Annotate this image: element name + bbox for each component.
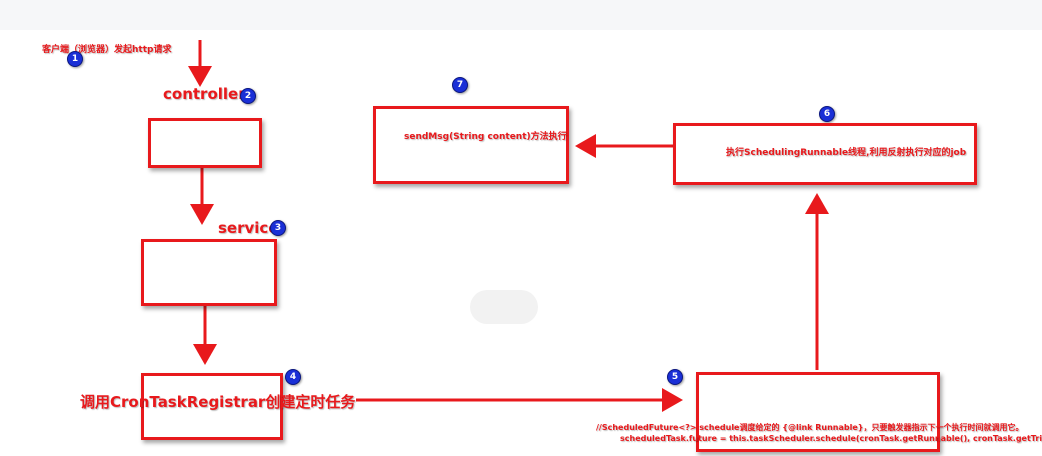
schedule-comment-label: //ScheduledFuture<?> schedule调度给定的 {@lin…	[596, 423, 1024, 432]
step-badge-7: 7	[452, 77, 468, 93]
registrar-box	[141, 373, 283, 440]
sendmsg-box	[373, 106, 569, 184]
step-badge-4: 4	[285, 369, 301, 385]
faint-overlay	[470, 290, 538, 324]
controller-box	[148, 118, 262, 168]
step-badge-1: 1	[67, 51, 83, 67]
step-badge-6: 6	[819, 106, 835, 122]
step-badge-2: 2	[240, 88, 256, 104]
schedule-box	[696, 372, 940, 452]
service-box	[141, 239, 277, 306]
sendmsg-label: sendMsg(String content)方法执行	[404, 132, 567, 142]
runnable-box	[673, 123, 977, 185]
registrar-label: 调用CronTaskRegistrar创建定时任务	[80, 393, 356, 411]
client-request-label: 客户端（浏览器）发起http请求	[42, 45, 172, 55]
top-bar	[0, 0, 1042, 30]
service-label: service	[218, 219, 279, 237]
runnable-label: 执行SchedulingRunnable线程,利用反射执行对应的job	[726, 148, 967, 158]
step-badge-3: 3	[270, 220, 286, 236]
step-badge-5: 5	[667, 369, 683, 385]
schedule-code-label: scheduledTask.future = this.taskSchedule…	[620, 434, 1042, 443]
controller-label: controller	[163, 85, 246, 103]
